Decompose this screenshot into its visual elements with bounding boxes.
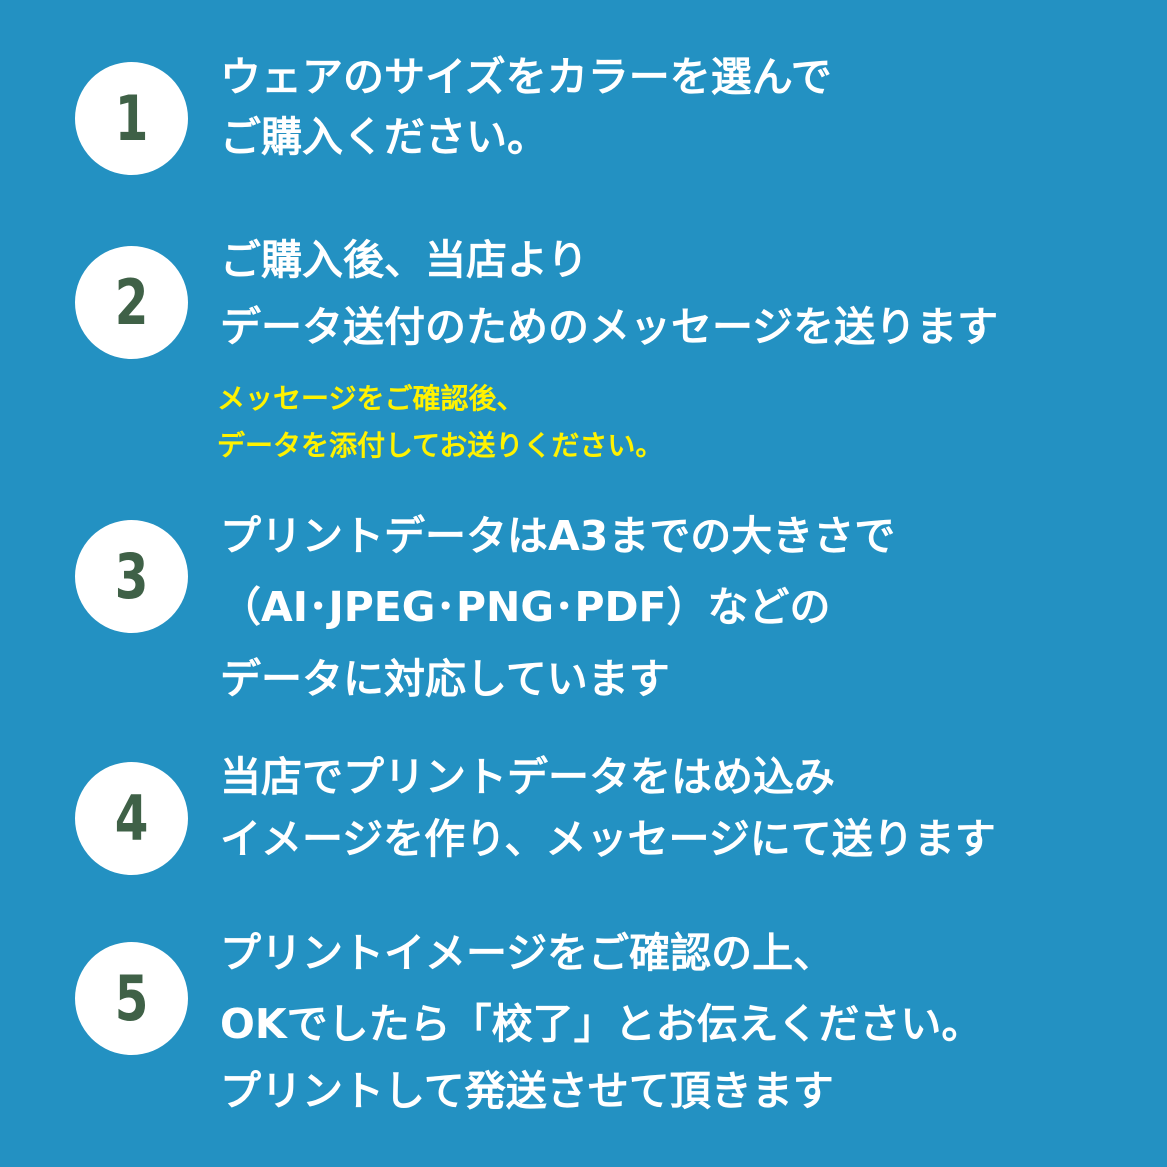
step-text-line: プリントデータはA3までの大きさで [220,512,896,560]
step-note-line: メッセージをご確認後、 [217,382,525,415]
step-number: 3 [114,539,149,613]
step-number-badge: 5 [75,942,188,1055]
step-text-line: ご購入ください。 [220,113,548,161]
step-number: 2 [114,265,149,339]
step-number-badge: 2 [75,246,188,359]
step-text-line: データ送付のためのメッセージを送ります [220,303,999,351]
step-number: 4 [114,781,149,855]
step-text-line: 当店でプリントデータをはめ込み [220,753,835,801]
step-text-line: OKでしたら「校了」とお伝えください。 [220,1000,983,1048]
step-note-line: データを添付してお送りください。 [217,429,664,462]
step-text-line: イメージを作り、メッセージにて送ります [220,815,996,863]
step-text-line: ウェアのサイズをカラーを選んで [220,53,832,101]
step-text-line: （AI･JPEG･PNG･PDF）などの [220,583,831,631]
step-number: 1 [114,81,149,155]
step-number-badge: 4 [75,762,188,875]
step-number: 5 [114,961,149,1035]
step-text-line: ご購入後、当店より [220,236,589,284]
step-number-badge: 3 [75,520,188,633]
step-text-line: プリントして発送させて頂きます [220,1067,834,1115]
step-text-line: データに対応しています [220,655,670,703]
step-text-line: プリントイメージをご確認の上、 [220,929,835,977]
step-number-badge: 1 [75,62,188,175]
